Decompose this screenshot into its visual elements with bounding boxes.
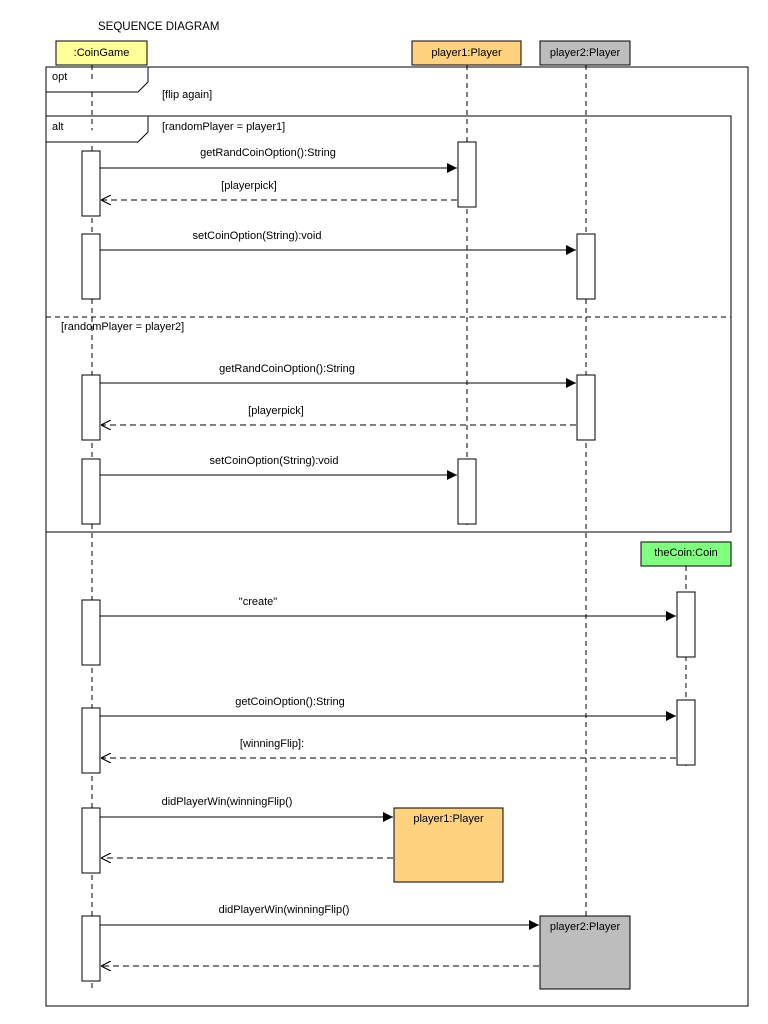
message-playerpick-return-1[interactable]: [playerpick] (101, 180, 457, 200)
message-8-label: getCoinOption():String (235, 696, 344, 708)
alt-operator-label: alt (52, 121, 64, 133)
message-10-label: didPlayerWin(winningFlip() (162, 796, 293, 808)
activation-coingame-4 (81, 458, 101, 525)
activation-coingame-5 (81, 599, 101, 666)
message-2-label: [playerpick] (221, 180, 277, 192)
object-player2-rect (539, 915, 631, 990)
activation-coingame-8 (81, 915, 101, 982)
lifeline-head-player2[interactable]: player2:Player (539, 40, 631, 66)
object-player1-label: player1:Player (413, 813, 484, 825)
message-12-label: didPlayerWin(winningFlip() (219, 904, 350, 916)
message-set-coin-option-1[interactable]: setCoinOption(String):void (100, 230, 576, 255)
lifeline-head-player2-label: player2:Player (550, 47, 621, 59)
opt-operator-label: opt (52, 71, 67, 83)
activation-player1-2 (457, 458, 477, 525)
diagram-title: SEQUENCE DIAGRAM (98, 21, 219, 33)
object-player1-rect (393, 807, 504, 883)
message-playerpick-return-2[interactable]: [playerpick] (101, 405, 576, 425)
activation-player1-1 (457, 141, 477, 208)
message-9-label: [winningFlip]: (240, 738, 304, 750)
lifeline-head-player1-label: player1:Player (431, 47, 502, 59)
activation-coin-1 (676, 591, 696, 658)
alt-fragment-frame (45, 115, 732, 533)
lifeline-head-coin-label: theCoin:Coin (654, 547, 718, 559)
alt-guard-1-label: [randomPlayer = player1] (162, 121, 285, 133)
object-player2-label: player2:Player (550, 921, 621, 933)
lifeline-head-coin[interactable]: theCoin:Coin (640, 541, 732, 567)
lifeline-head-coin-box (640, 541, 732, 567)
message-5-label: [playerpick] (248, 405, 304, 417)
activation-coin-2 (676, 699, 696, 766)
activation-player2-1 (576, 233, 596, 300)
lifeline-head-player2-box (539, 40, 631, 66)
message-get-rand-coin-option-2[interactable]: getRandCoinOption():String (100, 363, 576, 388)
message-did-player-win-2[interactable]: didPlayerWin(winningFlip() (100, 904, 539, 930)
message-4-label: getRandCoinOption():String (219, 363, 355, 375)
object-player1-box[interactable]: player1:Player (393, 807, 504, 883)
message-create-coin[interactable]: "create" (100, 596, 676, 621)
object-player2-box[interactable]: player2:Player (539, 915, 631, 990)
activation-coingame-7 (81, 807, 101, 874)
message-did-player-win-1[interactable]: didPlayerWin(winningFlip() (100, 796, 393, 822)
activation-player2-2 (576, 374, 596, 441)
activation-coingame-6 (81, 707, 101, 774)
activation-coingame-1 (81, 150, 101, 217)
message-winning-flip-return[interactable]: [winningFlip]: (101, 738, 676, 758)
lifeline-head-coingame-box (55, 40, 148, 66)
lifeline-head-player1[interactable]: player1:Player (411, 40, 522, 66)
message-get-rand-coin-option-1[interactable]: getRandCoinOption():String (100, 147, 457, 173)
alt-fragment-tab (46, 116, 149, 143)
message-get-coin-option[interactable]: getCoinOption():String (100, 696, 676, 721)
message-1-label: getRandCoinOption():String (200, 147, 336, 159)
message-6-label: setCoinOption(String):void (209, 455, 338, 467)
alt-guard-2-label: [randomPlayer = player2] (61, 321, 184, 333)
activation-coingame-3 (81, 374, 101, 441)
opt-fragment-frame (45, 66, 749, 1007)
activation-coingame-2 (81, 233, 101, 300)
message-set-coin-option-2[interactable]: setCoinOption(String):void (100, 455, 457, 480)
lifeline-head-coingame[interactable]: :CoinGame (55, 40, 148, 66)
opt-guard-label: [flip again] (162, 89, 212, 101)
message-7-label: "create" (239, 596, 277, 608)
opt-fragment-tab (46, 67, 149, 93)
lifeline-head-coingame-label: :CoinGame (74, 47, 130, 59)
lifeline-head-player1-box (411, 40, 522, 66)
message-3-label: setCoinOption(String):void (192, 230, 321, 242)
